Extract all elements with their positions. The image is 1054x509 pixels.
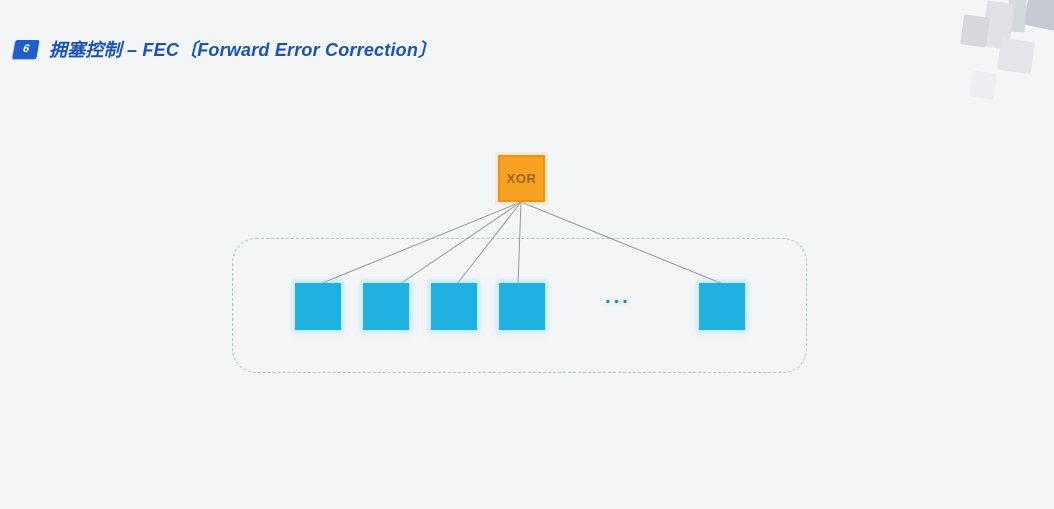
ellipsis-label: ... <box>605 286 631 308</box>
slide-title: 拥塞控制 – FEC〔Forward Error Correction〕 <box>49 40 437 60</box>
xor-node: XOR <box>498 155 545 202</box>
edge-line <box>399 201 522 285</box>
packet-node <box>295 283 341 330</box>
edge-line <box>517 201 522 285</box>
packet-node <box>699 283 745 330</box>
edge-line <box>319 201 522 285</box>
slide-header: 6 拥塞控制 – FEC〔Forward Error Correction〕 <box>12 36 437 62</box>
edge-line <box>520 201 724 285</box>
packet-node <box>363 283 409 330</box>
packet-node <box>431 283 477 330</box>
packet-node <box>499 283 545 330</box>
edge-line <box>456 201 522 285</box>
